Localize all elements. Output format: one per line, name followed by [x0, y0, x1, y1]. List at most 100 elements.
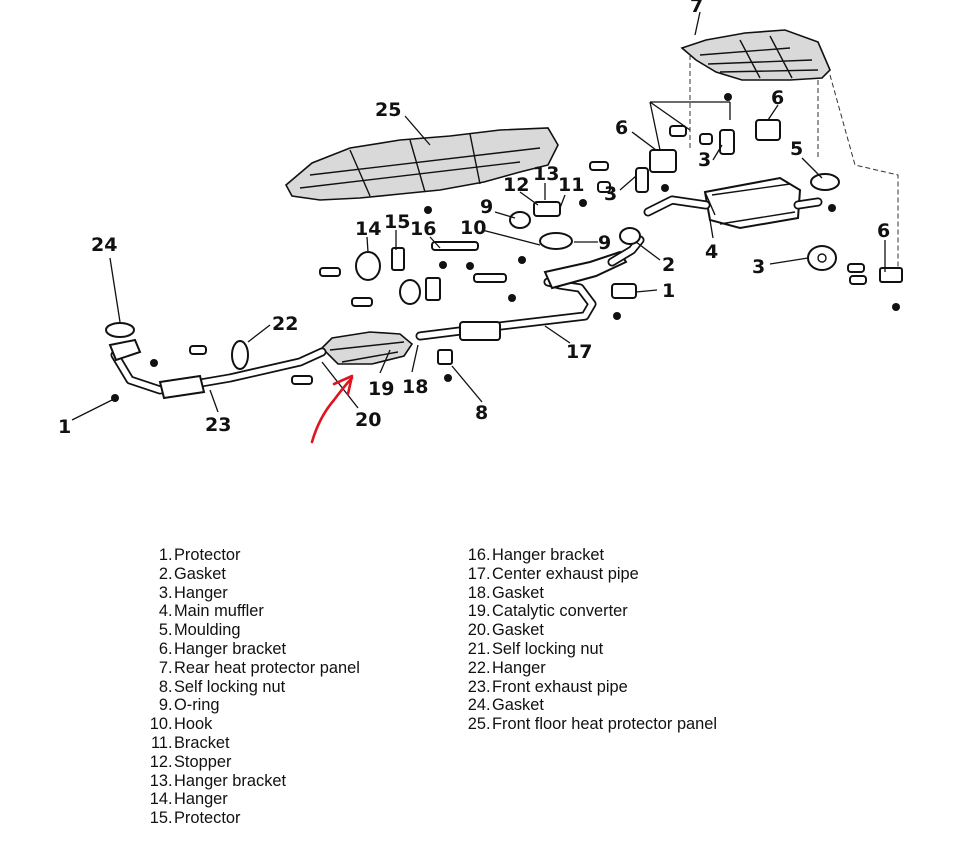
callout-numbers: 7 6 25 6 3 5 13 12 11 3 9 10 16 15 14 9 …	[58, 0, 890, 438]
legend-number: 9	[158, 696, 168, 715]
callout-14: 14	[355, 218, 381, 240]
catalytic-converter	[320, 331, 414, 365]
legend-item: 7.Rear heat protector panel	[134, 659, 360, 678]
callout-24: 24	[91, 234, 117, 256]
legend-label: Bracket	[174, 733, 230, 752]
legend-item: 4.Main muffler	[134, 602, 360, 621]
legend-item: 12.Stopper	[134, 753, 360, 772]
legend-number: 16	[467, 546, 486, 564]
legend-number: 20	[467, 621, 486, 640]
legend-item: 17.Center exhaust pipe	[452, 565, 717, 584]
legend-item: 6.Hanger bracket	[134, 640, 360, 659]
legend-item: 25.Front floor heat protector panel	[452, 715, 717, 734]
legend-label: Hanger	[174, 790, 228, 809]
legend-label: Self locking nut	[174, 677, 286, 696]
main-muffler	[643, 176, 823, 230]
legend-label: Protector	[174, 546, 241, 564]
legend-item: 14.Hanger	[134, 790, 360, 809]
callout-7: 7	[690, 0, 703, 17]
legend-label: Gasket	[174, 564, 226, 583]
legend-label: Front exhaust pipe	[492, 677, 628, 696]
legend-item: 13.Hanger bracket	[134, 772, 360, 791]
legend-label: Hanger bracket	[492, 546, 605, 564]
legend-number: 14	[149, 790, 168, 809]
legend-label: Main muffler	[174, 602, 264, 621]
legend-item: 18.Gasket	[452, 584, 717, 603]
legend-label: Self locking nut	[492, 639, 604, 658]
callout-4: 4	[705, 241, 718, 263]
legend-label: Protector	[174, 809, 241, 828]
legend-number: 25	[467, 715, 486, 734]
parts-legend-column-2: 16.Hanger bracket 17.Center exhaust pipe…	[452, 546, 717, 734]
callout-11: 11	[558, 174, 584, 196]
callout-2: 2	[662, 254, 675, 276]
legend-item: 21.Self locking nut	[452, 640, 717, 659]
legend-number: 19	[467, 602, 486, 621]
red-annotation-arrow	[310, 374, 354, 444]
legend-item: 15.Protector	[134, 809, 360, 828]
callout-15: 15	[384, 211, 410, 233]
legend-number: 10	[149, 715, 168, 734]
legend-number: 7	[158, 658, 168, 677]
callout-6: 6	[615, 117, 628, 139]
callout-3: 3	[698, 149, 711, 171]
callout-1: 1	[58, 416, 71, 438]
legend-number: 21	[467, 639, 486, 658]
legend-item: 10.Hook	[134, 715, 360, 734]
callout-9: 9	[598, 232, 611, 254]
legend-number: 3	[158, 583, 168, 602]
legend-item: 11.Bracket	[134, 734, 360, 753]
parts-legend-column-1: 1.Protector 2.Gasket 3.Hanger 4.Main muf…	[134, 546, 360, 828]
callout-12: 12	[503, 174, 529, 196]
center-exhaust-pipe	[415, 235, 645, 341]
legend-label: Moulding	[174, 621, 241, 640]
legend-number: 8	[158, 677, 168, 696]
legend-label: Hook	[174, 715, 213, 734]
callout-3: 3	[604, 183, 617, 205]
callout-23: 23	[205, 414, 231, 436]
legend-label: Gasket	[492, 583, 544, 602]
legend-label: Catalytic converter	[492, 602, 628, 621]
small-hardware-parts	[105, 93, 903, 402]
legend-number: 17	[467, 564, 486, 583]
callout-9: 9	[480, 196, 493, 218]
front-floor-heat-protector-panel	[284, 127, 559, 201]
legend-number: 23	[467, 677, 486, 696]
legend-label: Hanger	[174, 583, 228, 602]
callout-1: 1	[662, 280, 675, 302]
callout-18: 18	[402, 376, 428, 398]
legend-number: 24	[467, 696, 486, 715]
legend-label: Rear heat protector panel	[174, 658, 360, 677]
legend-number: 22	[467, 658, 486, 677]
legend-label: Stopper	[174, 752, 232, 771]
legend-item: 1.Protector	[134, 546, 360, 565]
legend-item: 8.Self locking nut	[134, 678, 360, 697]
callout-10: 10	[460, 217, 486, 239]
callout-8: 8	[475, 402, 488, 424]
legend-number: 5	[158, 621, 168, 640]
callout-17: 17	[566, 341, 592, 363]
legend-label: Hanger	[492, 658, 546, 677]
legend-label: Hanger bracket	[174, 639, 287, 658]
legend-item: 2.Gasket	[134, 565, 360, 584]
callout-16: 16	[410, 218, 436, 240]
routing-guide-lines	[689, 55, 899, 278]
legend-item: 20.Gasket	[452, 621, 717, 640]
legend-label: Gasket	[492, 621, 544, 640]
legend-item: 16.Hanger bracket	[452, 546, 717, 565]
legend-label: Gasket	[492, 696, 544, 715]
legend-item: 9.O-ring	[134, 696, 360, 715]
legend-number: 2	[158, 564, 168, 583]
legend-item: 19.Catalytic converter	[452, 602, 717, 621]
callout-13: 13	[533, 163, 559, 185]
legend-number: 6	[158, 639, 168, 658]
legend-item: 24.Gasket	[452, 696, 717, 715]
legend-item: 5.Moulding	[134, 621, 360, 640]
legend-number: 15	[149, 809, 168, 828]
callout-20: 20	[355, 409, 381, 431]
legend-number: 13	[149, 771, 168, 790]
legend-label: Front floor heat protector panel	[492, 715, 718, 734]
legend-item: 22.Hanger	[452, 659, 717, 678]
callout-22: 22	[272, 313, 298, 335]
